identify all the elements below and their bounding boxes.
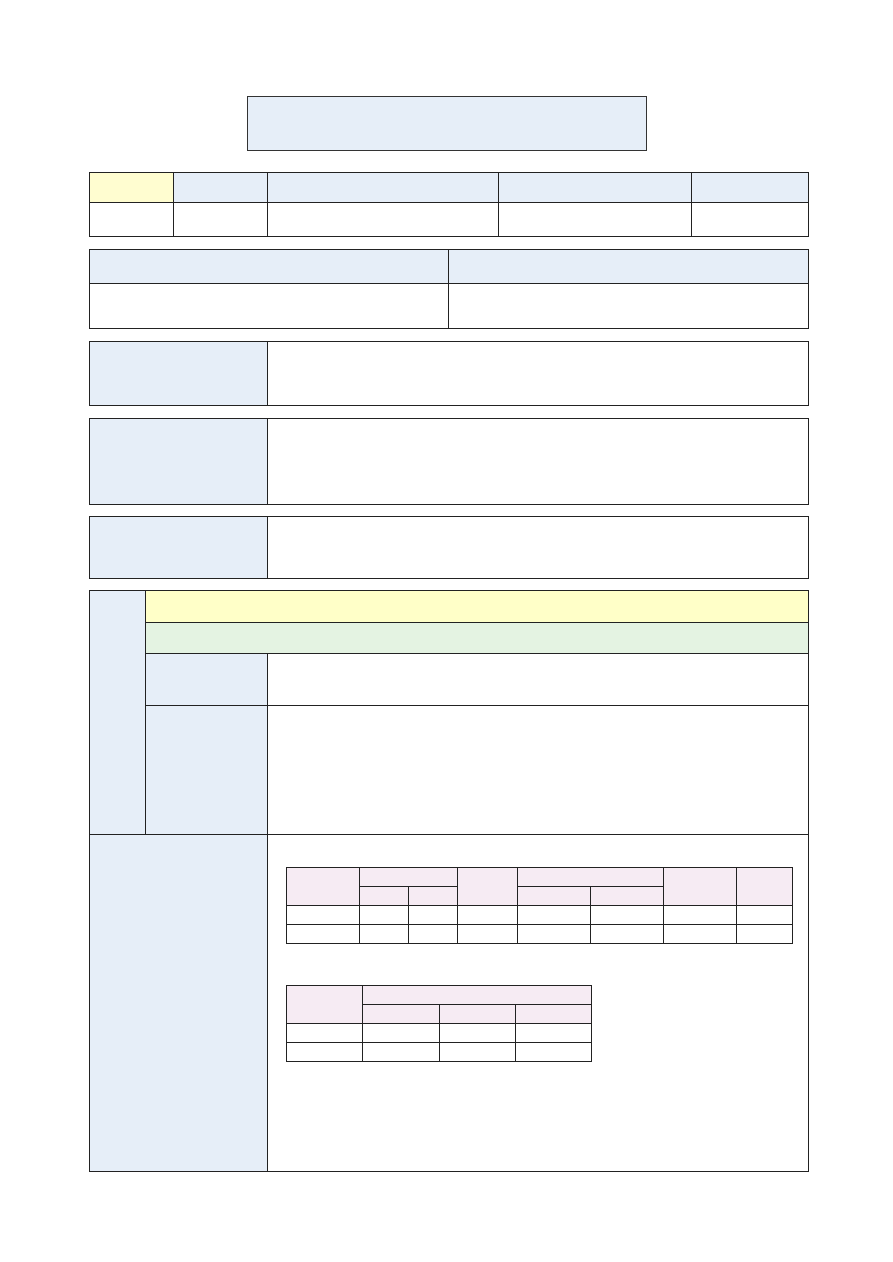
table-cell[interactable] — [457, 924, 518, 944]
table-cell[interactable] — [515, 1042, 592, 1062]
meta-header-5 — [691, 172, 809, 203]
meta-value-4[interactable] — [498, 202, 692, 237]
table-row — [286, 924, 793, 944]
page-title-box — [247, 96, 647, 151]
block-row-2-label — [145, 705, 268, 835]
table-cell[interactable] — [286, 1042, 363, 1062]
block-row-2-content[interactable] — [267, 705, 809, 835]
section-3 — [89, 516, 809, 579]
block-yellow-bar — [145, 590, 809, 623]
meta-header-3 — [267, 172, 499, 203]
table-cell[interactable] — [362, 1023, 440, 1043]
table-cell[interactable] — [408, 905, 458, 925]
table-cell[interactable] — [286, 924, 360, 944]
section-1-label — [89, 341, 268, 406]
table-cell[interactable] — [359, 905, 409, 925]
pair-value-1[interactable] — [89, 283, 449, 329]
pair-header-1 — [89, 249, 449, 284]
section-3-content[interactable] — [267, 516, 809, 579]
meta-header-2 — [173, 172, 268, 203]
t1-header-e — [663, 867, 737, 906]
meta-value-5[interactable] — [691, 202, 809, 237]
block-green-bar — [145, 622, 809, 654]
section-2 — [89, 418, 809, 505]
t1-header-b — [359, 867, 458, 887]
main-block — [89, 590, 809, 1172]
t1-header-d — [517, 867, 664, 887]
table-cell[interactable] — [408, 924, 458, 944]
t2-sub-2 — [439, 1004, 516, 1024]
inner-table-2 — [286, 985, 592, 1062]
table-cell[interactable] — [517, 905, 591, 925]
section-2-content[interactable] — [267, 418, 809, 505]
block-row-1-label — [145, 653, 268, 706]
section-1-content[interactable] — [267, 341, 809, 406]
t1-header-c — [457, 867, 518, 906]
t1-sub-d1 — [517, 886, 591, 906]
table-cell[interactable] — [736, 924, 793, 944]
meta-table — [89, 172, 809, 237]
table-cell[interactable] — [439, 1023, 516, 1043]
table-row — [286, 1023, 592, 1043]
table-cell[interactable] — [590, 905, 664, 925]
table-cell[interactable] — [663, 905, 737, 925]
table-row — [286, 905, 793, 925]
bottom-content — [267, 834, 809, 1172]
table-cell[interactable] — [359, 924, 409, 944]
t1-header-a — [286, 867, 360, 906]
table-cell[interactable] — [362, 1042, 440, 1062]
section-2-label — [89, 418, 268, 505]
table-cell[interactable] — [736, 905, 793, 925]
t1-sub-b2 — [408, 886, 458, 906]
t1-sub-b1 — [359, 886, 409, 906]
inner-table-1 — [286, 867, 793, 944]
table-cell[interactable] — [286, 1023, 363, 1043]
meta-value-3[interactable] — [267, 202, 499, 237]
bottom-label — [89, 834, 268, 1172]
table-cell[interactable] — [286, 905, 360, 925]
table-cell[interactable] — [517, 924, 591, 944]
table-row — [286, 1042, 592, 1062]
block-side-label — [89, 590, 146, 835]
pair-table — [89, 249, 809, 329]
meta-header-1 — [89, 172, 174, 203]
t2-sub-1 — [362, 1004, 440, 1024]
table-cell[interactable] — [515, 1023, 592, 1043]
table-cell[interactable] — [663, 924, 737, 944]
t2-header-b — [362, 985, 592, 1005]
section-1 — [89, 341, 809, 406]
table-cell[interactable] — [439, 1042, 516, 1062]
t1-header-f — [736, 867, 793, 906]
section-3-label — [89, 516, 268, 579]
t1-sub-d2 — [590, 886, 664, 906]
meta-header-4 — [498, 172, 692, 203]
table-cell[interactable] — [590, 924, 664, 944]
table-cell[interactable] — [457, 905, 518, 925]
pair-value-2[interactable] — [448, 283, 809, 329]
meta-value-2[interactable] — [173, 202, 268, 237]
pair-header-2 — [448, 249, 809, 284]
t2-sub-3 — [515, 1004, 592, 1024]
block-row-1-content[interactable] — [267, 653, 809, 706]
meta-value-1[interactable] — [89, 202, 174, 237]
t2-header-a — [286, 985, 363, 1024]
